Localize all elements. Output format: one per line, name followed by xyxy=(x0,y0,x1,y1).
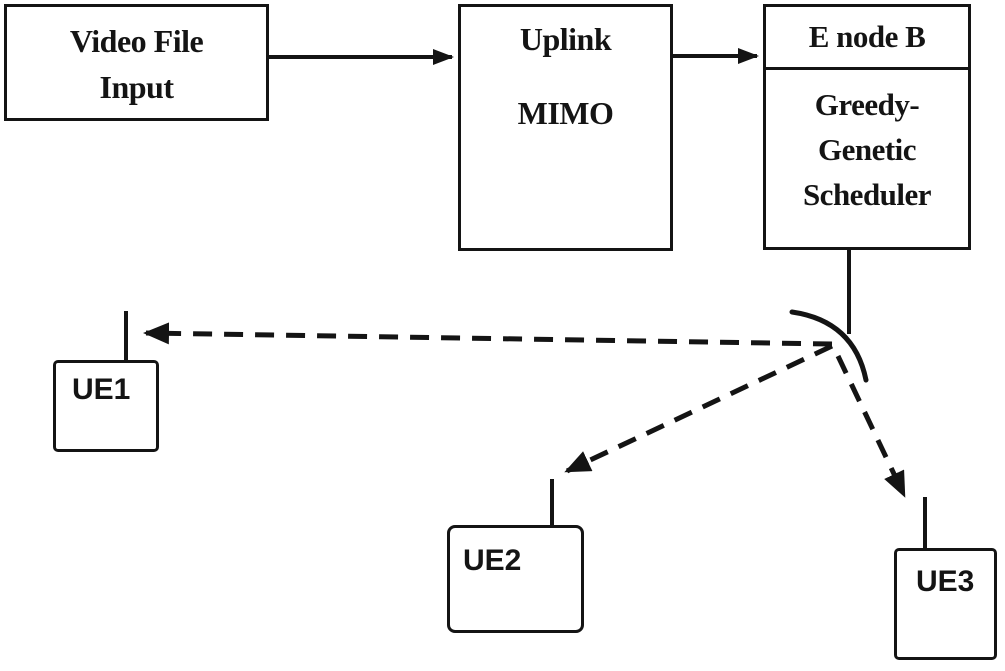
uplink-mimo-box: Uplink MIMO xyxy=(458,4,673,251)
scheduler-label-line2: Genetic xyxy=(817,132,917,167)
enodeb-box: E node B Greedy- Genetic Scheduler xyxy=(763,4,971,250)
ue2-box: UE2 xyxy=(447,525,584,633)
ue1-label: UE1 xyxy=(72,373,131,406)
scheduler-label-line1: Greedy- xyxy=(814,87,920,122)
dashed-arrow-to-ue2 xyxy=(564,343,834,474)
enodeb-header: E node B xyxy=(766,7,968,70)
video-file-input-box: Video File Input xyxy=(4,4,269,121)
uplink-label: Uplink xyxy=(519,21,612,57)
dashed-arrow-to-ue1 xyxy=(143,322,833,347)
mimo-label: MIMO xyxy=(517,95,614,131)
scheduler-label-line3: Scheduler xyxy=(802,177,932,212)
video-file-input-label-line1: Video File xyxy=(69,23,204,59)
video-file-input-label-line2: Input xyxy=(99,69,175,105)
ue2-label: UE2 xyxy=(463,544,522,577)
ue3-label: UE3 xyxy=(916,565,975,598)
dashed-arrow-to-ue3 xyxy=(835,354,907,498)
ue1-box: UE1 xyxy=(53,360,159,452)
greedy-genetic-scheduler-label: Greedy- Genetic Scheduler xyxy=(766,70,968,217)
antenna-dish-arc xyxy=(789,309,869,383)
ue3-box: UE3 xyxy=(894,548,997,660)
